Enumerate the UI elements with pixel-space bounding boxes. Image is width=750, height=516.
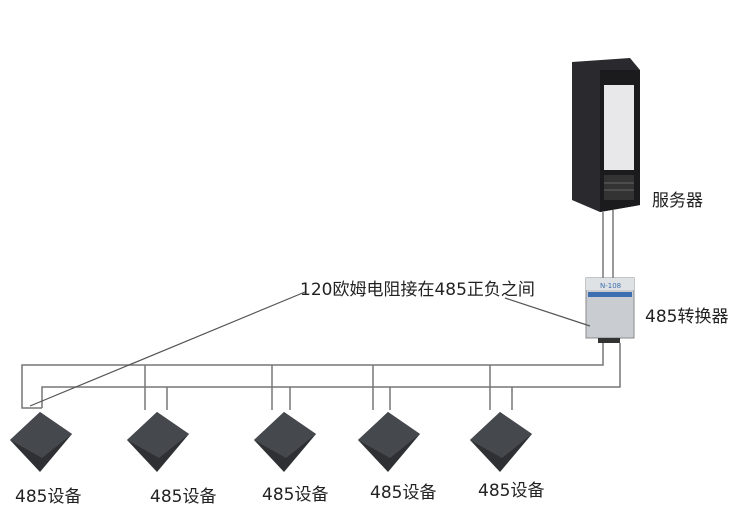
server-cable [602, 210, 614, 278]
server-label: 服务器 [652, 191, 703, 211]
device-icon [470, 412, 532, 472]
device-label: 485设备 [150, 487, 217, 507]
device-label: 485设备 [262, 485, 329, 505]
converter-icon: N-108 [585, 277, 635, 343]
converter-model: N-108 [600, 282, 621, 290]
device-label: 485设备 [370, 483, 437, 503]
resistor-note: 120欧姆电阻接在485正负之间 [300, 280, 535, 300]
device-icon [358, 412, 420, 472]
device-icons [10, 412, 532, 472]
device-label: 485设备 [15, 487, 82, 507]
rs485-bus [21, 343, 621, 410]
device-label: 485设备 [478, 481, 545, 501]
device-icon [127, 412, 189, 472]
annotation-leader-lines [29, 291, 591, 407]
server-icon [572, 58, 640, 212]
device-icon [10, 412, 72, 472]
converter-label: 485转换器 [645, 307, 729, 327]
device-icon [254, 412, 316, 472]
